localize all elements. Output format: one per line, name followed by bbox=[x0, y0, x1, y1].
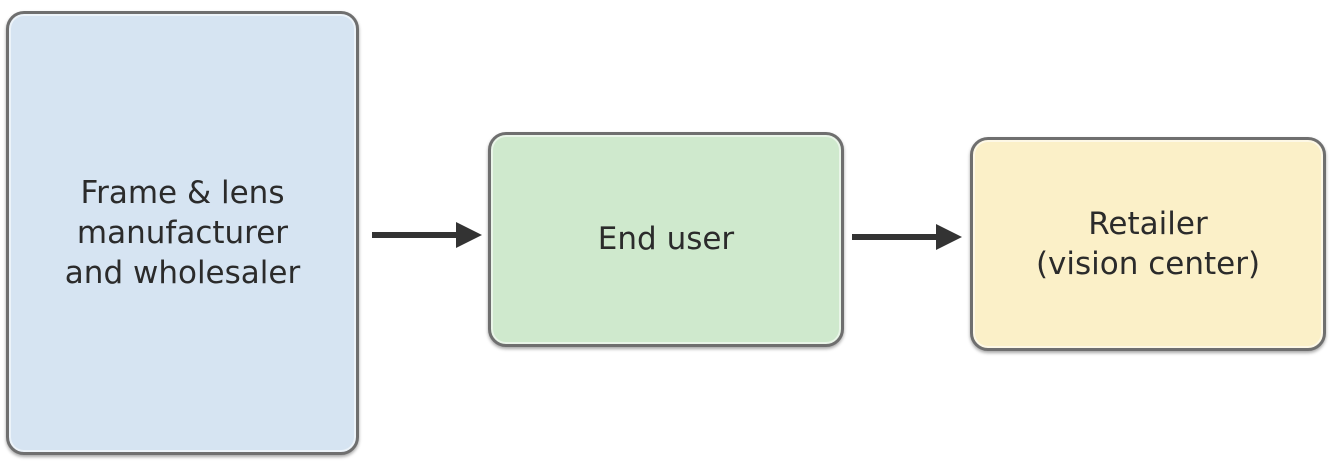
retailer-label-line-2: (vision center) bbox=[1035, 246, 1261, 282]
retailer-node: Retailer (vision center) bbox=[970, 137, 1326, 351]
arrow-manufacturer-to-end-user bbox=[372, 222, 482, 248]
manufacturer-label-line-1: Frame & lens bbox=[80, 174, 285, 211]
manufacturer-node: Frame & lens manufacturer and wholesaler bbox=[6, 11, 359, 455]
end-user-label: End user bbox=[597, 221, 735, 258]
manufacturer-label-line-2: manufacturer bbox=[76, 214, 289, 251]
retailer-label-line-1: Retailer bbox=[1088, 205, 1208, 242]
arrow-end-user-to-retailer bbox=[852, 224, 962, 250]
end-user-node: End user bbox=[488, 132, 844, 347]
manufacturer-label-line-3: and wholesaler bbox=[64, 255, 301, 292]
